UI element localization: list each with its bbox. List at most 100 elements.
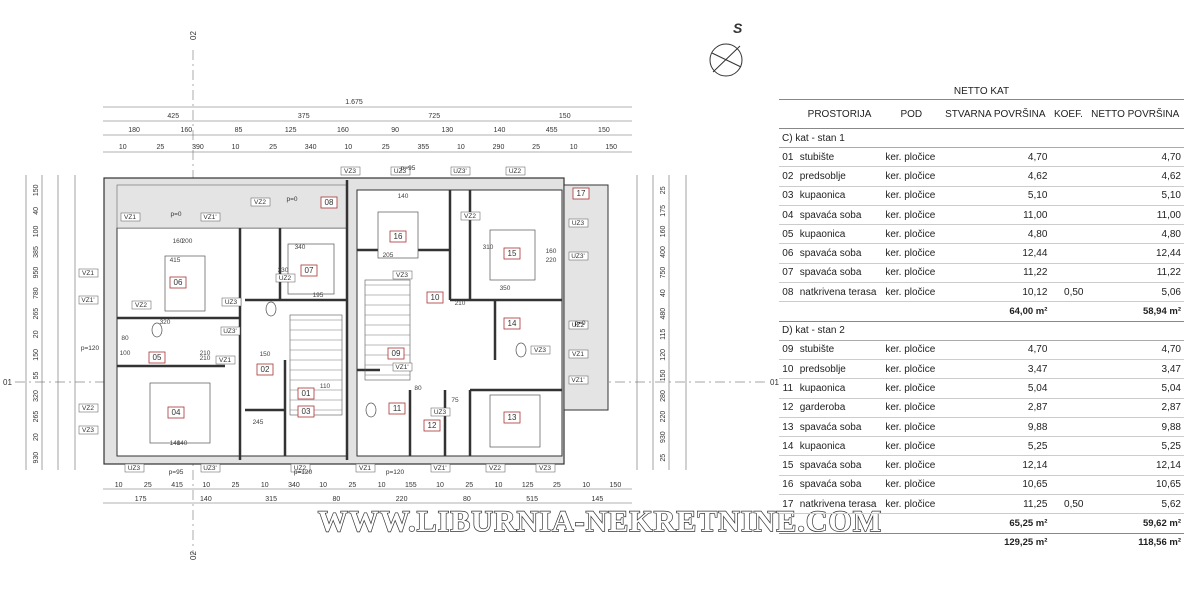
window-tag: UZ3' [571, 253, 585, 260]
actual-area: 10,65 [940, 475, 1051, 496]
window-tag-box [78, 295, 99, 305]
dimension-label: 160 [180, 127, 192, 134]
room-dimension: 75 [451, 397, 459, 404]
dimension-label: 220 [660, 411, 667, 423]
window-tag-box [124, 463, 145, 473]
window-tag-box [568, 251, 589, 261]
window-tag-box [392, 362, 413, 372]
dimension-label: 140 [200, 496, 212, 503]
dimension-label: 115 [660, 329, 667, 340]
window-tag-box [485, 463, 506, 473]
room-number: 14 [779, 436, 797, 457]
floor-type: ker. pločice [882, 205, 941, 226]
dimension-label: 320 [33, 390, 40, 402]
room-dimension: 80 [414, 385, 422, 392]
window-tag-box [78, 403, 99, 413]
window-tag: VZ1' [433, 465, 446, 472]
dimension-label: 10 [261, 482, 269, 489]
window-tag: UZ3 [394, 168, 407, 175]
room-number: 12 [779, 398, 797, 418]
room-dimension: 220 [546, 257, 557, 264]
dimension-label: 160 [660, 225, 667, 237]
room-dimension: 100 [120, 350, 131, 357]
room-dimension: 205 [383, 252, 394, 259]
window-tag-box [78, 268, 99, 278]
window-tag-box [535, 463, 556, 473]
window-tag: VZ2 [82, 405, 94, 412]
window-tag-box [568, 349, 589, 359]
room-tag-box [423, 419, 441, 432]
room-number: 04 [779, 205, 797, 226]
room-name: natkrivena terasa [796, 494, 883, 515]
dimension-label: 10 [319, 482, 327, 489]
dimension-label: 930 [33, 452, 40, 464]
room-dimension: 160 [546, 248, 557, 255]
room-name: kupaonica [796, 186, 883, 206]
dimension-label: 10 [202, 482, 210, 489]
coefficient [1050, 224, 1087, 245]
axis-label: 02 [189, 551, 198, 560]
sum-blank [779, 513, 797, 534]
dimension-label: 80 [332, 496, 340, 503]
actual-area: 5,10 [940, 186, 1051, 206]
total-blank [797, 533, 883, 552]
sum-blank [796, 513, 883, 534]
room-label: 08 [325, 198, 334, 207]
room-tag-box [387, 347, 405, 360]
room-tag-box [503, 411, 521, 424]
window-tag-box [215, 355, 236, 365]
room-dimension: 210 [200, 355, 211, 362]
table-title: NETTO KAT [779, 83, 1184, 100]
dimension-label: 150 [660, 369, 667, 381]
room-tag-box [169, 276, 187, 289]
sum-area: 64,00 m² [940, 301, 1051, 322]
room-dimension: 210 [455, 300, 466, 307]
room-dimension: 320 [160, 319, 171, 326]
window-tag: VZ1' [81, 297, 94, 304]
coefficient [1050, 147, 1087, 168]
total-blank [779, 533, 797, 552]
dimension-label: 10 [119, 144, 127, 151]
window-tag: UZ3 [128, 465, 141, 472]
dimension-label: 150 [610, 482, 622, 489]
window-tag: VZ2 [489, 465, 501, 472]
window-tag-box [275, 273, 296, 283]
net-area: 10,65 [1086, 475, 1184, 496]
dimension-label: 340 [288, 482, 300, 489]
floor-type: ker. pločice [882, 378, 941, 399]
room-number: 02 [779, 166, 797, 187]
window-tag-box [355, 463, 376, 473]
room-number: 01 [779, 147, 797, 168]
total-area: 129,25 m² [1004, 537, 1048, 549]
dimension-label: 400 [660, 246, 667, 258]
room-dimension: 195 [313, 292, 324, 299]
room-label: 16 [394, 232, 403, 241]
window-tag: VZ1 [82, 270, 94, 277]
floor-type: ker. pločice [882, 455, 941, 476]
sum-blank [796, 301, 883, 322]
coefficient [1050, 359, 1087, 380]
floor-type: ker. pločice [882, 359, 941, 380]
room-label: 11 [393, 404, 402, 413]
dimension-label: 100 [33, 225, 40, 237]
floor-type: ker. pločice [882, 340, 941, 360]
window-tag-box [220, 326, 241, 336]
room-label: 15 [508, 249, 517, 258]
net-area: 2,87 [1086, 398, 1184, 418]
area-table: NETTO KAT PROSTORIJA POD STVARNA POVRŠIN… [779, 83, 1184, 552]
dimension-label: 40 [33, 207, 40, 215]
dimension-label: 315 [265, 496, 277, 503]
coefficient: 0,50 [1050, 494, 1087, 515]
axis-label: 02 [189, 31, 198, 40]
actual-area: 10,12 [940, 282, 1051, 303]
room-tag-box [388, 402, 406, 415]
dimension-label: 25 [269, 144, 277, 151]
net-area: 4,70 [1086, 147, 1184, 168]
